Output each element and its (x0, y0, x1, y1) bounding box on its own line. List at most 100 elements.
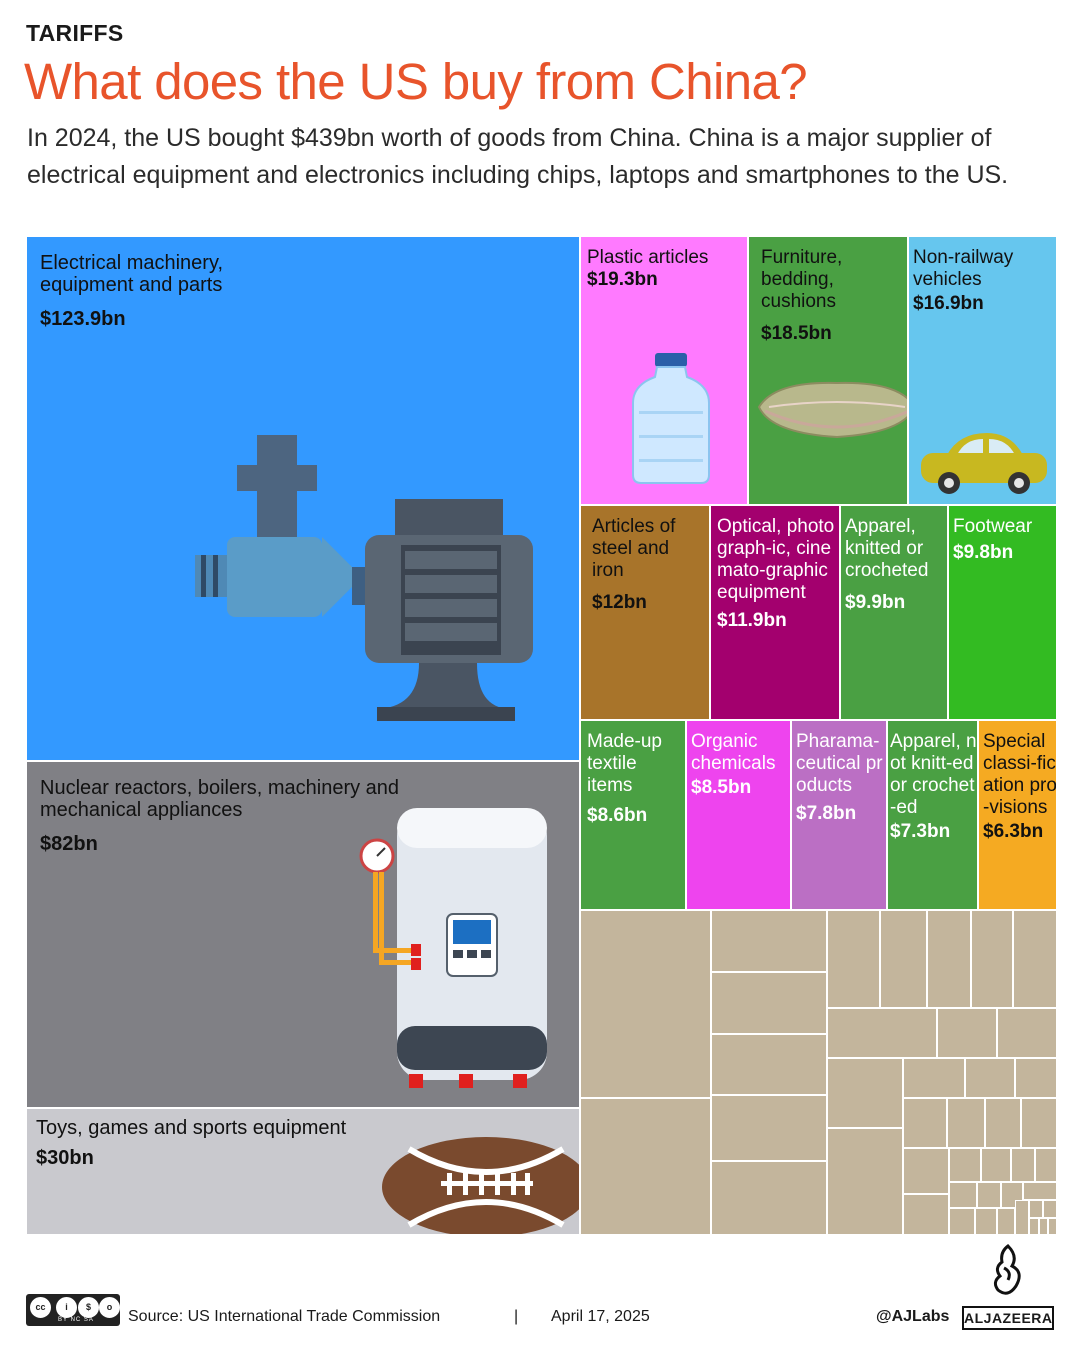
treemap-cell-non-railway-vehicles: Non-railway vehicles $16.9bn (908, 236, 1057, 505)
treemap-cell-other (827, 1058, 903, 1128)
treemap-cell-other (971, 910, 1013, 1008)
creative-commons-license-icon: cc i $ o BY NC SA (26, 1294, 120, 1326)
treemap-cell-other (827, 1128, 903, 1235)
cell-label: Special classi-fication pro-visions (983, 731, 1057, 818)
footer-separator: | (514, 1308, 519, 1325)
treemap-cell-organic-chemicals: Organic chemicals $8.5bn (686, 720, 791, 910)
football-icon (382, 1137, 579, 1234)
treemap-cell-other (1015, 1200, 1029, 1235)
treemap-cell-other (1013, 910, 1057, 1008)
cell-value: $12bn (592, 592, 647, 613)
treemap-cell-other (1048, 1218, 1057, 1235)
water-pump-icon (195, 435, 533, 721)
cell-label: Apparel, not knitt-ed or crochet-ed (890, 731, 977, 818)
kicker: TARIFFS (26, 20, 124, 46)
treemap-cell-made-up-textile: Made-up textile items $8.6bn (580, 720, 686, 910)
treemap-cell-other (711, 972, 827, 1034)
social-handle: @AJLabs (876, 1308, 950, 1325)
cell-value: $7.8bn (796, 803, 857, 824)
cell-label: Non-railway vehicles (913, 247, 1014, 290)
treemap-cell-toys-games-sports: Toys, games and sports equipment $30bn (26, 1108, 580, 1235)
cell-label: Organic chemicals (691, 731, 776, 774)
treemap-cell-other (1035, 1148, 1057, 1182)
chart-description: In 2024, the US bought $439bn worth of g… (27, 124, 1009, 189)
cell-value: $123.9bn (40, 308, 126, 330)
cell-value: $30bn (36, 1147, 94, 1169)
treemap-cell-footwear: Footwear $9.8bn (948, 505, 1057, 720)
treemap-cell-other (981, 1148, 1011, 1182)
treemap-cell-plastic-articles: Plastic articles$19.3bn (580, 236, 748, 505)
treemap-cell-apparel-not-knitted: Apparel, not knitt-ed or crochet-ed $7.3b… (887, 720, 978, 910)
treemap-cell-other (1011, 1148, 1035, 1182)
treemap-cell-special-classification: Special classi-fication pro-visions $6.3b… (978, 720, 1057, 910)
treemap-cell-other (1039, 1218, 1048, 1235)
treemap-cell-other (827, 910, 880, 1008)
treemap-cell-other (711, 910, 827, 972)
treemap: Electrical machinery, equipment and part… (26, 236, 1057, 1235)
treemap-cell-nuclear-reactors: Nuclear reactors, boilers, machinery and… (26, 761, 580, 1108)
al-jazeera-logo-icon (993, 1244, 1021, 1295)
treemap-cell-other (927, 910, 971, 1008)
cell-value: $6.3bn (983, 821, 1044, 842)
treemap-cell-other (711, 1161, 827, 1235)
publish-date: April 17, 2025 (551, 1308, 650, 1325)
treemap-cell-pharmaceutical: Pharama-ceutical products $7.8bn (791, 720, 887, 910)
treemap-cell-other (949, 1182, 977, 1208)
treemap-cell-other (880, 910, 927, 1008)
cell-value: $18.5bn (761, 323, 832, 344)
cell-value: $19.3bn (587, 269, 658, 290)
treemap-cell-other (1021, 1098, 1057, 1148)
cell-value: $9.8bn (953, 542, 1014, 563)
cell-label: Apparel, knitted or crocheted (845, 516, 929, 581)
treemap-cell-steel-iron: Articles of steel and iron $12bn (580, 505, 710, 720)
treemap-cell-other (711, 1095, 827, 1161)
cell-label: Nuclear reactors, boilers, machinery and… (40, 777, 400, 821)
treemap-cell-other (903, 1098, 947, 1148)
car-icon (921, 433, 1047, 494)
cell-value: $8.6bn (587, 805, 648, 826)
cell-value: $8.5bn (691, 777, 752, 798)
cell-label: Furniture, bedding, cushions (761, 247, 843, 312)
cell-label: Pharama-ceutical products (796, 731, 883, 796)
treemap-cell-other (937, 1008, 997, 1058)
treemap-cell-other (975, 1208, 997, 1235)
treemap-cell-other (985, 1098, 1021, 1148)
treemap-cell-other (580, 910, 711, 1098)
cell-value: $9.9bn (845, 592, 906, 613)
chart-title: What does the US buy from China? (24, 53, 808, 110)
cell-label: Footwear (953, 516, 1033, 537)
source-credit: Source: US International Trade Commissio… (128, 1308, 441, 1325)
cell-label: Plastic articles (587, 247, 709, 268)
cell-label: Toys, games and sports equipment (36, 1117, 347, 1139)
treemap-cell-apparel-knitted: Apparel, knitted or crocheted $9.9bn (840, 505, 948, 720)
treemap-cell-furniture-bedding: Furniture, bedding, cushions $18.5bn (748, 236, 908, 505)
treemap-cell-other (580, 1098, 711, 1235)
treemap-cell-other (1015, 1058, 1057, 1098)
treemap-cell-other (903, 1194, 949, 1235)
treemap-cell-other (997, 1208, 1015, 1235)
treemap-cell-other (827, 1008, 937, 1058)
cushion-icon (757, 381, 907, 439)
treemap-cell-other (903, 1148, 949, 1194)
treemap-cell-other (949, 1148, 981, 1182)
treemap-cell-other (947, 1098, 985, 1148)
treemap-cell-other (977, 1182, 1001, 1208)
cell-value: $11.9bn (717, 610, 787, 631)
treemap-cell-other (949, 1208, 975, 1235)
treemap-cell-other (903, 1058, 965, 1098)
treemap-cell-other (1029, 1200, 1043, 1218)
treemap-cell-other (711, 1034, 827, 1095)
footer: cc i $ o BY NC SA Source: US Internation… (0, 1244, 1081, 1340)
treemap-cell-optical-equipment: Optical, photograph-ic, cinemato-graphic… (710, 505, 840, 720)
treemap-cell-other (965, 1058, 1015, 1098)
treemap-cell-electrical-machinery: Electrical machinery, equipment and part… (26, 236, 580, 761)
treemap-cell-other (997, 1008, 1057, 1058)
treemap-cell-other (1029, 1218, 1039, 1235)
cell-label: Articles of steel and iron (592, 516, 676, 581)
cell-value: $16.9bn (913, 293, 984, 314)
treemap-cell-other (1043, 1200, 1057, 1218)
cell-value: $7.3bn (890, 821, 951, 842)
cell-label: Optical, photograph-ic, cinemato-graphic… (717, 516, 835, 603)
cell-label: Electrical machinery, equipment and part… (40, 252, 224, 296)
cell-label: Made-up textile items (587, 731, 662, 796)
